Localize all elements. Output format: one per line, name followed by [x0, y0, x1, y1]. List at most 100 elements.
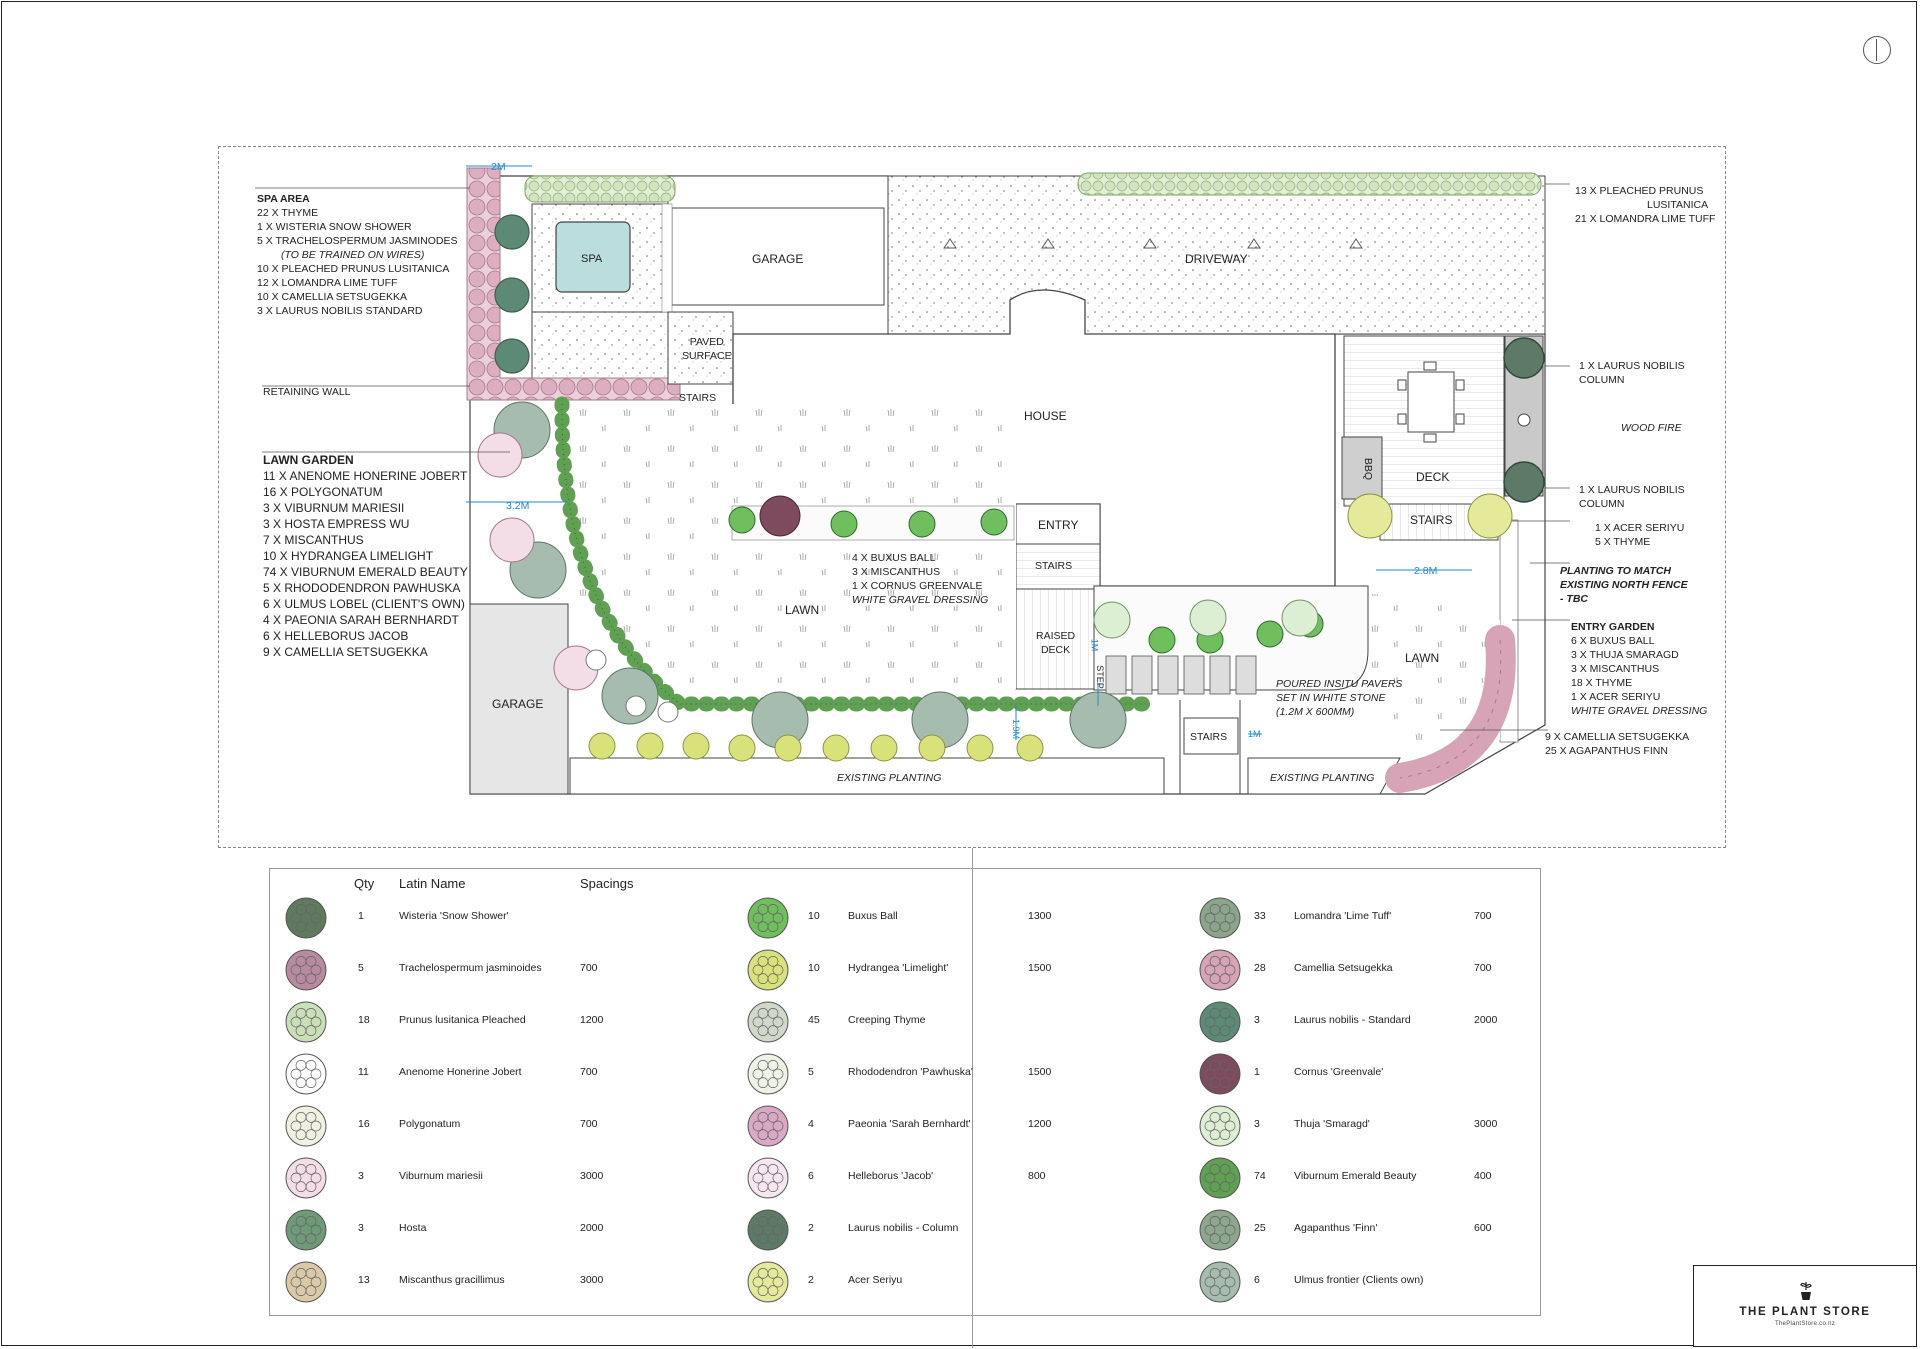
legend-qty: 5 — [358, 962, 364, 974]
legend-latin-name: Acer Seriyu — [848, 1274, 903, 1286]
lawn-line: 9 X CAMELLIA SETSUGEKKA — [263, 645, 428, 659]
stairs-bottom-label: STAIRS — [1190, 731, 1228, 743]
camellia-line: 25 X AGAPANTHUS FINN — [1545, 745, 1668, 757]
lawn-garden-note: LAWN GARDEN 11 X ANENOME HONERINE JOBERT… — [263, 452, 468, 660]
lawn-line: 6 X ULMUS LOBEL (CLIENT'S OWN) — [263, 597, 465, 611]
poured-line: SET IN WHITE STONE — [1276, 692, 1386, 704]
viburnum-mariesii-icon — [282, 1154, 330, 1202]
entry-line: 3 X MISCANTHUS — [1571, 663, 1660, 675]
paved-line: SURFACE — [682, 350, 732, 362]
legend-qty: 10 — [808, 910, 820, 922]
legend-qty: 25 — [1254, 1222, 1266, 1234]
legend-latin-name: Trachelospermum jasminoides — [399, 962, 542, 974]
lawn-line: 7 X MISCANTHUS — [263, 533, 364, 547]
raised-deck-line: RAISED — [1036, 630, 1076, 642]
legend-spacing: 700 — [580, 1066, 598, 1078]
north-arrow-icon — [1863, 36, 1891, 64]
trachelospermum-icon — [282, 946, 330, 994]
legend-qty: 2 — [808, 1274, 814, 1286]
laurus-line: COLUMN — [1579, 498, 1625, 510]
legend-latin-name: Hydrangea 'Limelight' — [848, 962, 949, 974]
camellia-icon — [1196, 946, 1244, 994]
dimension-3-2m: 3.2M — [506, 500, 530, 512]
spa-line: 10 X PLEACHED PRUNUS LUSITANICA — [257, 263, 450, 275]
legend-latin-name: Rhododendron 'Pawhuska' — [848, 1066, 973, 1078]
prunus-line: 21 X LOMANDRA LIME TUFF — [1575, 213, 1716, 225]
legend-qty: 74 — [1254, 1170, 1266, 1182]
acer-seriyu-symbol — [1347, 493, 1393, 539]
legend-spacing-header: Spacings — [580, 876, 634, 891]
plan-boundary — [218, 146, 1726, 848]
prunus-note: 13 X PLEACHED PRUNUS LUSITANICA 21 X LOM… — [1575, 184, 1715, 226]
thyme-icon — [744, 998, 792, 1046]
legend-qty: 3 — [358, 1222, 364, 1234]
lawn-line: 3 X HOSTA EMPRESS WU — [263, 517, 410, 531]
sheet-divider — [972, 848, 973, 1348]
buxus-ball-symbol — [1256, 620, 1284, 648]
laurus-column-icon — [744, 1206, 792, 1254]
legend-qty: 11 — [358, 1066, 369, 1078]
anenome-symbol — [657, 701, 679, 723]
legend-spacing: 1200 — [1028, 1118, 1052, 1130]
paved-surface-label: PAVED SURFACE — [682, 335, 732, 363]
legend-latin-name: Paeonia 'Sarah Bernhardt' — [848, 1118, 971, 1130]
spa-line: 5 X TRACHELOSPERMUM JASMINODES — [257, 235, 458, 247]
spa-area-title: SPA AREA — [257, 193, 310, 205]
prunus-line: 13 X PLEACHED PRUNUS — [1575, 185, 1704, 197]
legend-qty: 33 — [1254, 910, 1266, 922]
hydrangea-limelight-symbol — [822, 734, 850, 762]
ulmus-frontier-symbol — [601, 667, 659, 725]
entry-line: 1 X ACER SERIYU — [1571, 691, 1661, 703]
camellia-note: 9 X CAMELLIA SETSUGEKKA 25 X AGAPANTHUS … — [1545, 730, 1689, 758]
legend-latin-name: Anenome Honerine Jobert — [399, 1066, 522, 1078]
buxus-ball-symbol — [830, 510, 858, 538]
polygonatum-icon — [282, 1102, 330, 1150]
legend-latin-name: Buxus Ball — [848, 910, 898, 922]
spa-line: 10 X CAMELLIA SETSUGEKKA — [257, 291, 407, 303]
step-label: STEP — [1094, 665, 1105, 689]
poured-line: POURED INSITU PAVERS — [1276, 678, 1403, 690]
stairs-top-label: STAIRS — [679, 392, 717, 404]
acer-line: 5 X THYME — [1595, 536, 1651, 548]
legend-spacing: 1200 — [580, 1014, 604, 1026]
lawn-line: 10 X HYDRANGEA LIMELIGHT — [263, 549, 434, 563]
spa-label: SPA — [581, 253, 603, 265]
acer-note: 1 X ACER SERIYU 5 X THYME — [1595, 521, 1684, 549]
thuja-smaragd-symbol — [1189, 599, 1227, 637]
legend-qty: 3 — [358, 1170, 364, 1182]
legend-qty: 16 — [358, 1118, 370, 1130]
legend-latin-name: Camellia Setsugekka — [1294, 962, 1393, 974]
logo-url: ThePlantStore.co.nz — [1774, 1321, 1836, 1327]
legend-latin-name: Lomandra 'Lime Tuff' — [1294, 910, 1392, 922]
hydrangea-limelight-symbol — [588, 732, 616, 760]
lawn-line: 4 X PAEONIA SARAH BERNHARDT — [263, 613, 459, 627]
spa-line: 12 X LOMANDRA LIME TUFF — [257, 277, 398, 289]
thuja-icon — [1196, 1102, 1244, 1150]
legend-qty: 6 — [1254, 1274, 1260, 1286]
hydrangea-limelight-symbol — [728, 734, 756, 762]
laurus-column-note-bottom: 1 X LAURUS NOBILIS COLUMN — [1579, 483, 1685, 511]
garage-left-label: GARAGE — [492, 697, 544, 711]
anenome-symbol — [585, 649, 607, 671]
legend-qty: 45 — [808, 1014, 820, 1026]
buxus-ball-symbol — [908, 510, 936, 538]
legend-qty-header: Qty — [354, 876, 375, 891]
paved-line: PAVED — [689, 336, 724, 348]
hydrangea-limelight-symbol — [918, 734, 946, 762]
legend-qty: 6 — [808, 1170, 814, 1182]
house-label: HOUSE — [1024, 409, 1067, 423]
lawn-left-label: LAWN — [785, 603, 820, 617]
laurus-line: 1 X LAURUS NOBILIS — [1579, 484, 1685, 496]
legend-spacing: 400 — [1474, 1170, 1492, 1182]
lawn-line: 5 X RHODODENDRON PAWHUSKA — [263, 581, 461, 595]
legend-qty: 3 — [1254, 1118, 1260, 1130]
deck-label: DECK — [1416, 470, 1450, 484]
raised-deck-line: DECK — [1040, 644, 1071, 656]
lawn-line: 3 X VIBURNUM MARIESII — [263, 501, 405, 515]
legend-qty: 1 — [358, 910, 364, 922]
rhododendron-icon — [744, 1050, 792, 1098]
helleborus-icon — [744, 1154, 792, 1202]
hosta-icon — [282, 1206, 330, 1254]
